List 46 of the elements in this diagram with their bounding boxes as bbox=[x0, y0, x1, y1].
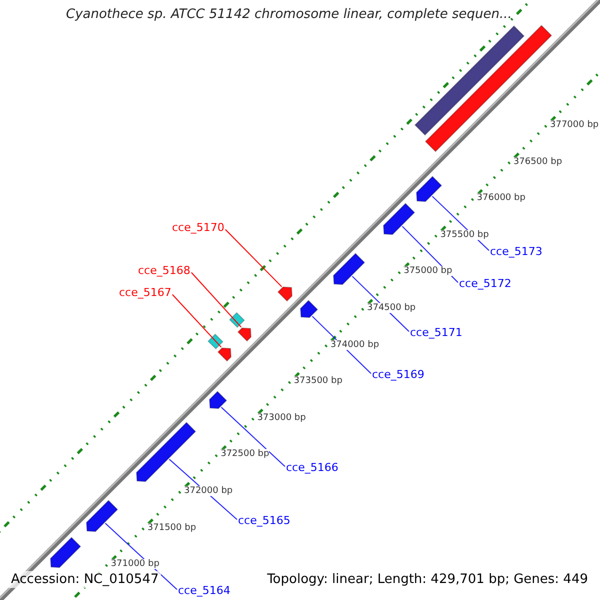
position-label: 376000 bp bbox=[476, 193, 526, 204]
leader-line bbox=[220, 406, 286, 467]
gene-feature bbox=[416, 176, 442, 202]
position-label: 373000 bp bbox=[257, 412, 306, 423]
gene-label: cce_5166 bbox=[286, 461, 338, 474]
accession-text: Accession: NC_010547 bbox=[9, 571, 161, 588]
feature-block bbox=[229, 312, 245, 328]
gene-feature bbox=[50, 536, 82, 568]
feature-bar bbox=[424, 24, 552, 152]
feature-bar bbox=[414, 25, 525, 136]
gene-feature bbox=[332, 252, 366, 286]
leader-line bbox=[224, 229, 282, 288]
leader-line bbox=[172, 294, 222, 348]
gene-feature bbox=[300, 300, 318, 318]
gene-label: cce_5164 bbox=[178, 584, 230, 597]
gene-label: cce_5173 bbox=[490, 245, 542, 258]
position-label: 373500 bp bbox=[294, 376, 342, 386]
gene-label: cce_5165 bbox=[238, 514, 290, 527]
position-label: 375500 bp bbox=[440, 230, 489, 240]
gene-feature bbox=[237, 327, 252, 342]
gene-label: cce_5169 bbox=[372, 368, 424, 381]
position-label: 375000 bp bbox=[404, 266, 452, 276]
title: Cyanothece sp. ATCC 51142 chromosome linear, complete sequen... bbox=[66, 7, 512, 22]
position-label: 372000 bp bbox=[184, 486, 233, 496]
gene-feature bbox=[277, 286, 293, 302]
gene-feature bbox=[136, 422, 196, 482]
position-label: 371000 bp bbox=[110, 559, 160, 570]
topology-text: Topology: linear; Length: 429,701 bp; Genes: 449 bbox=[265, 571, 590, 588]
position-label: 371500 bp bbox=[147, 522, 196, 533]
position-label: 374500 bp bbox=[367, 303, 416, 313]
gene-label: cce_5171 bbox=[410, 326, 462, 339]
position-label: 374000 bp bbox=[330, 340, 380, 350]
gene-feature bbox=[208, 390, 228, 410]
gene-feature bbox=[382, 202, 416, 236]
position-label: 372500 bp bbox=[220, 449, 270, 460]
gene-label: cce_5170 bbox=[172, 221, 224, 234]
position-label: 376500 bp bbox=[513, 156, 562, 167]
gene-feature bbox=[217, 347, 232, 362]
leader-line bbox=[190, 272, 242, 328]
position-label: 377000 bp bbox=[550, 120, 599, 130]
feature-block bbox=[208, 334, 224, 350]
gene-label: cce_5168 bbox=[138, 264, 190, 277]
leader-line bbox=[104, 522, 178, 590]
gene-feature bbox=[86, 500, 118, 532]
gene-label: cce_5167 bbox=[119, 286, 172, 299]
gene-label: cce_5172 bbox=[459, 277, 512, 290]
